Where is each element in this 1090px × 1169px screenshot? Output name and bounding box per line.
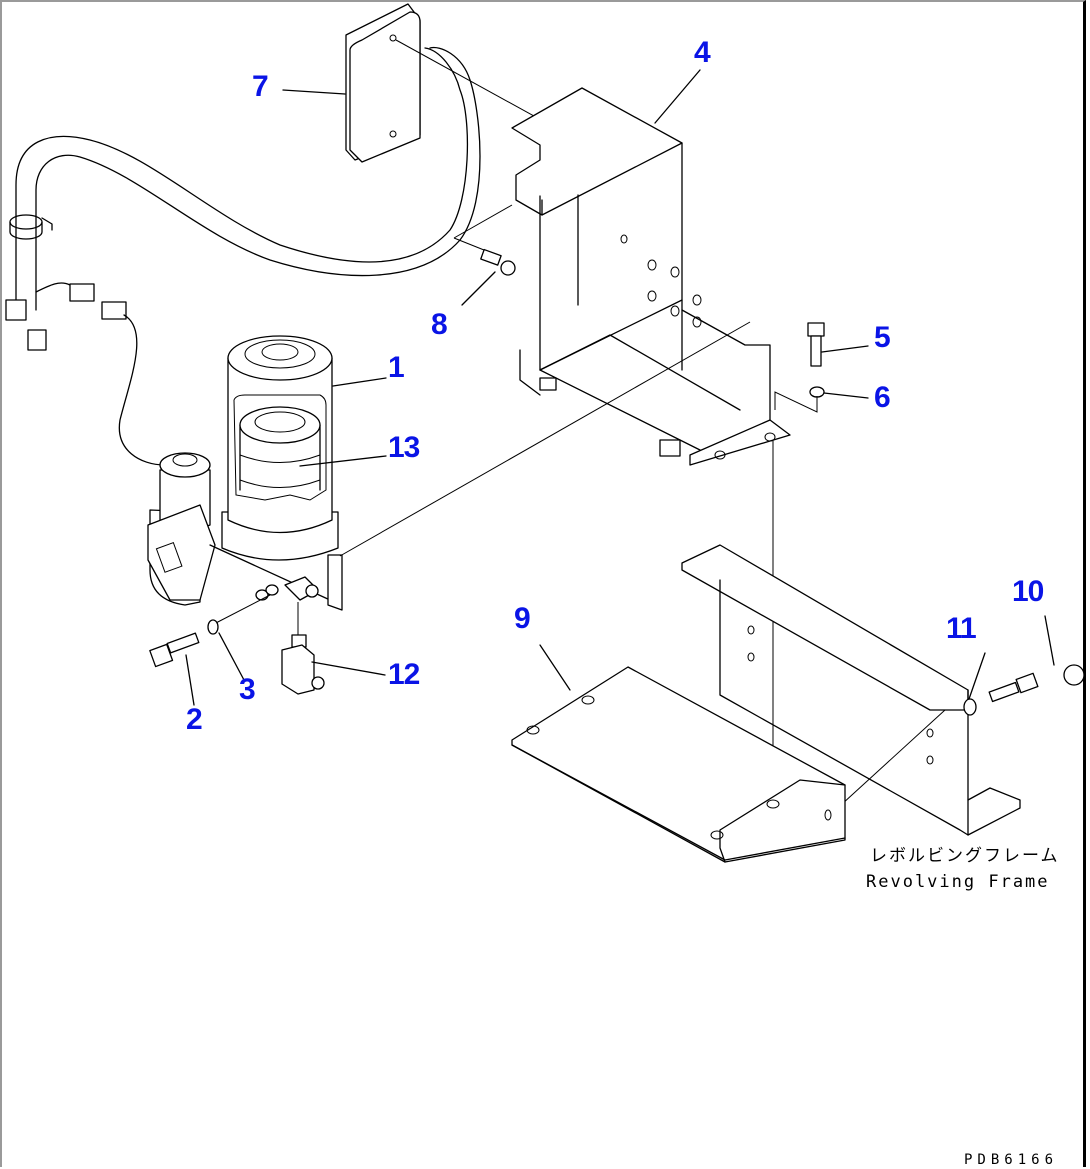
callout-7: 7 — [252, 70, 269, 103]
drawing-code: PDB6166 — [964, 1152, 1059, 1168]
part-7-plate — [282, 3, 593, 163]
part-12-sensor — [281, 602, 386, 695]
part-9-plate — [511, 644, 846, 863]
part-5-bolt — [807, 322, 869, 367]
callout-4: 4 — [694, 36, 711, 69]
callout-8: 8 — [431, 308, 448, 341]
callout-9: 9 — [514, 602, 531, 635]
fittings — [211, 576, 319, 626]
callout-3: 3 — [239, 673, 256, 706]
callout-11: 11 — [946, 612, 977, 645]
callout-12: 12 — [388, 658, 420, 691]
part-3-washer — [207, 619, 245, 681]
part-11-washer — [963, 652, 986, 716]
part-4-bracket — [511, 69, 791, 466]
part-10-bolt — [988, 615, 1085, 703]
frame-note-japanese: レボルビングフレーム — [870, 846, 1060, 866]
frame-note-english: Revolving Frame — [866, 872, 1050, 892]
callout-13: 13 — [388, 431, 420, 464]
part-1-filter-assembly — [147, 321, 751, 611]
part-8-bolt — [453, 204, 516, 306]
callout-6: 6 — [874, 381, 891, 414]
part-2-bolt — [149, 632, 200, 706]
callout-2: 2 — [186, 703, 203, 736]
callout-1: 1 — [388, 351, 405, 384]
wire-harness — [5, 46, 481, 466]
callout-5: 5 — [874, 321, 891, 354]
callout-10: 10 — [1012, 575, 1044, 608]
